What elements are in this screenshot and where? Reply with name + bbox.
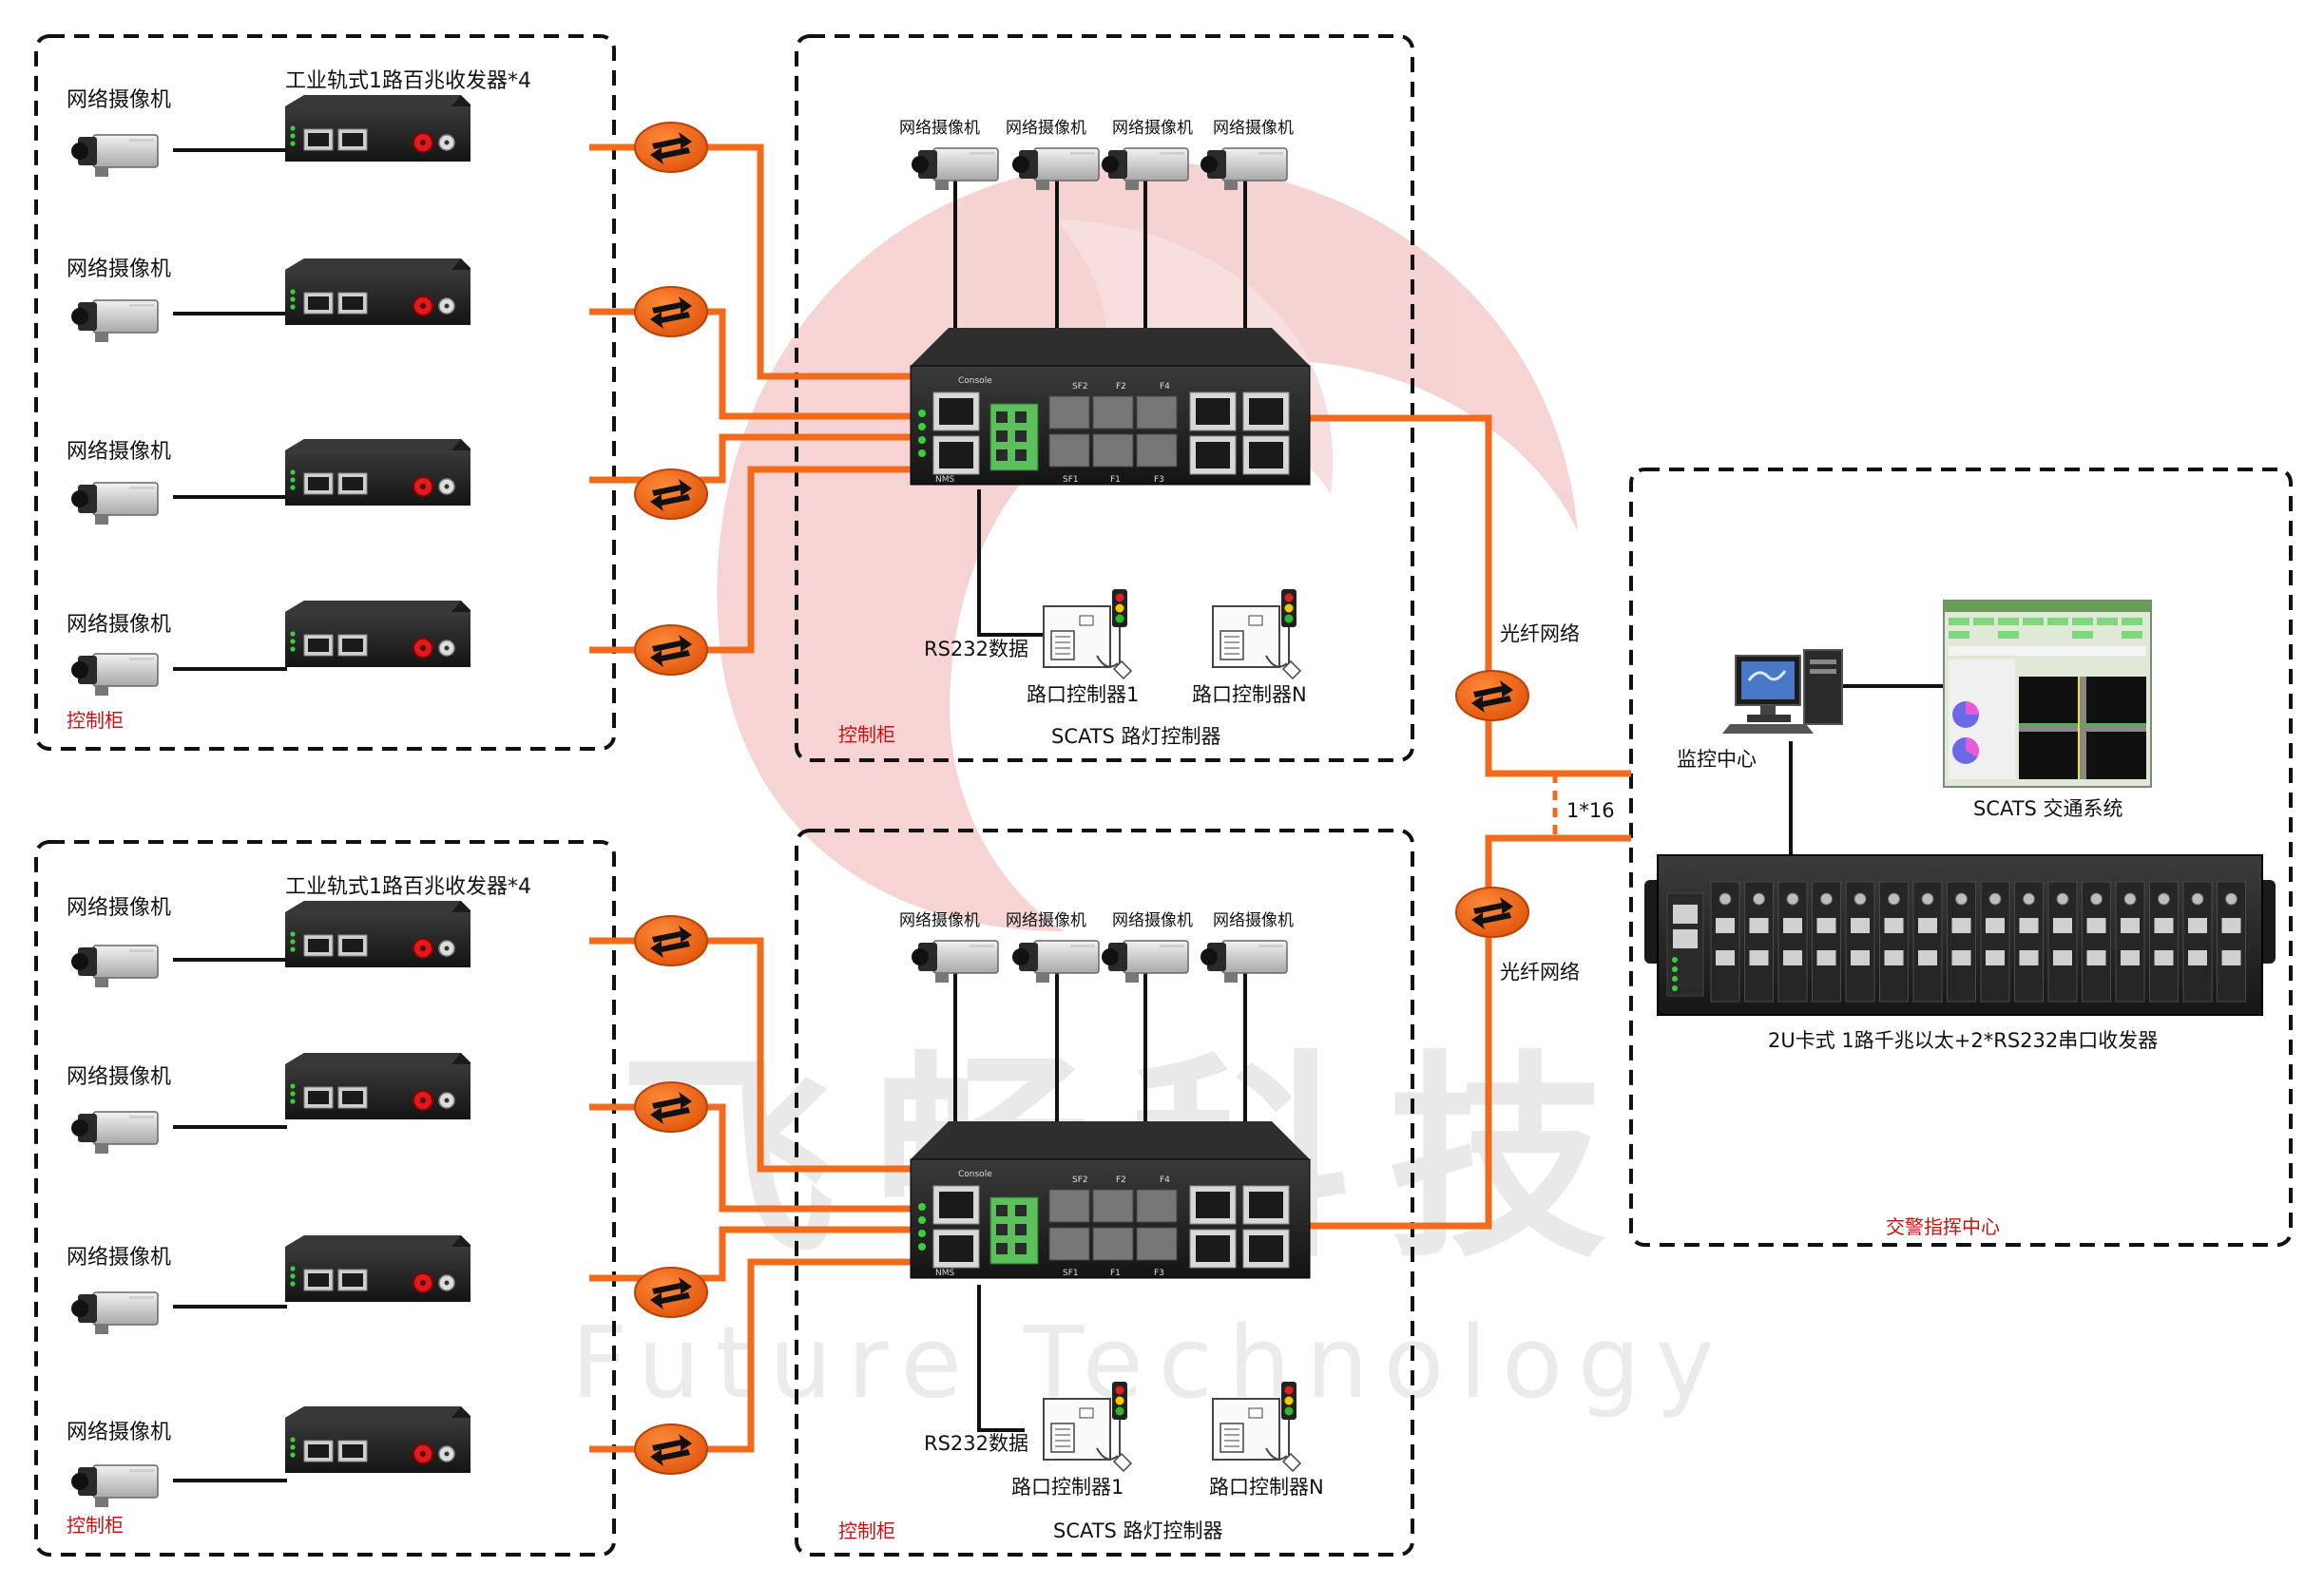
scats-light-label: SCATS 路灯控制器	[1053, 1519, 1223, 1542]
switch-camera-label: 网络摄像机	[899, 119, 980, 138]
transceiver-device	[284, 900, 471, 968]
rack-transceiver-label: 2U卡式 1路千兆以太+2*RS232串口收发器	[1768, 1029, 2158, 1052]
camera-icon	[70, 945, 159, 988]
intersection-controller-icon	[1043, 588, 1132, 679]
rack-card	[1744, 881, 1774, 1003]
camera-label: 网络摄像机	[67, 258, 171, 281]
control-cabinet-label: 控制柜	[67, 709, 124, 732]
fiber-network-label: 光纤网络	[1500, 622, 1580, 645]
controller-n-label: 路口控制器N	[1209, 1476, 1324, 1499]
scats-system-label: SCATS 交通系统	[1973, 797, 2123, 820]
rs232-label: RS232数据	[924, 638, 1028, 660]
scats-light-label: SCATS 路灯控制器	[1051, 725, 1221, 748]
fiber-converter-icon	[634, 1267, 708, 1318]
transceiver-device	[284, 1234, 471, 1303]
rack-card	[1812, 881, 1841, 1003]
camera-label: 网络摄像机	[67, 1246, 171, 1270]
top-left-cabinet-box	[34, 34, 616, 751]
rack-card	[1912, 881, 1943, 1003]
transceiver-group-label: 工业轨式1路百兆收发器*4	[285, 875, 531, 899]
camera-icon	[70, 653, 159, 697]
switch-camera-label: 网络摄像机	[1006, 119, 1086, 138]
fiber-converter-icon	[634, 624, 708, 676]
camera-icon	[70, 1291, 159, 1335]
fiber-converter-icon	[1455, 887, 1529, 938]
camera-icon	[70, 482, 159, 525]
industrial-switch	[910, 327, 1311, 486]
camera-label: 网络摄像机	[67, 896, 171, 920]
rack-card	[2182, 881, 2213, 1003]
computer-icon	[1722, 649, 1843, 734]
controller-n-label: 路口控制器N	[1192, 683, 1307, 706]
rack-card	[2014, 881, 2044, 1003]
transceiver-device	[284, 600, 471, 668]
fiber-converter-icon	[634, 286, 708, 337]
industrial-switch	[910, 1120, 1311, 1279]
police-center-label: 交警指挥中心	[1886, 1215, 2000, 1238]
switch-camera-label: 网络摄像机	[899, 911, 980, 930]
camera-label: 网络摄像机	[67, 613, 171, 637]
rack-card	[2047, 881, 2078, 1003]
police-center-box	[1629, 468, 2293, 1247]
rack-card	[1980, 881, 2010, 1003]
rack-card	[2217, 881, 2246, 1003]
rs232-label: RS232数据	[924, 1432, 1028, 1455]
control-cabinet-label: 控制柜	[67, 1514, 124, 1537]
control-cabinet-label: 控制柜	[838, 1519, 895, 1542]
transceiver-group-label: 工业轨式1路百兆收发器*4	[285, 69, 531, 93]
switch-camera-label: 网络摄像机	[1213, 911, 1294, 930]
transceiver-device	[284, 1405, 471, 1474]
transceiver-device	[284, 258, 471, 326]
rack-card	[2149, 881, 2179, 1003]
rack-card	[2082, 881, 2111, 1003]
rack-card	[2115, 881, 2145, 1003]
bottom-middle-cabinet-box	[795, 829, 1414, 1557]
top-middle-cabinet-box	[795, 34, 1414, 762]
camera-icon	[70, 134, 159, 178]
monitor-center-label: 监控中心	[1677, 748, 1757, 771]
camera-icon	[70, 1111, 159, 1155]
rack-card	[1710, 881, 1740, 1003]
fiber-network-label: 光纤网络	[1500, 961, 1580, 984]
fiber-converter-icon	[634, 468, 708, 520]
bottom-left-cabinet-box	[34, 840, 616, 1557]
rack-card	[1777, 881, 1808, 1003]
fiber-converter-icon	[1455, 670, 1529, 721]
intersection-controller-icon	[1212, 588, 1301, 679]
fiber-converter-icon	[634, 1424, 708, 1475]
transceiver-device	[284, 1052, 471, 1120]
camera-label: 网络摄像机	[67, 88, 171, 112]
rack-card	[1947, 881, 1976, 1003]
control-cabinet-label: 控制柜	[838, 723, 895, 746]
camera-label: 网络摄像机	[67, 1421, 171, 1444]
switch-camera-label: 网络摄像机	[1112, 119, 1193, 138]
camera-label: 网络摄像机	[67, 440, 171, 464]
watermark-subtitle: Future Technology	[571, 1305, 1730, 1421]
camera-icon	[70, 299, 159, 343]
transceiver-device	[284, 438, 471, 506]
camera-icon	[70, 1464, 159, 1508]
split-ratio-label: 1*16	[1566, 799, 1615, 822]
fiber-converter-icon	[634, 1081, 708, 1133]
rack-card-slots	[1710, 881, 2246, 1003]
camera-label: 网络摄像机	[67, 1065, 171, 1089]
scats-software-screenshot	[1943, 600, 2152, 788]
copper-links	[173, 148, 1944, 1482]
fiber-converter-icon	[634, 915, 708, 966]
rack-card	[1845, 881, 1875, 1003]
controller-1-label: 路口控制器1	[1011, 1476, 1124, 1499]
switch-camera-label: 网络摄像机	[1112, 911, 1193, 930]
switch-camera-label: 网络摄像机	[1213, 119, 1294, 138]
rack-card	[1879, 881, 1909, 1003]
switch-camera-label: 网络摄像机	[1006, 911, 1086, 930]
transceiver-device	[284, 94, 471, 162]
controller-1-label: 路口控制器1	[1027, 683, 1139, 706]
fiber-converter-icon	[634, 122, 708, 173]
